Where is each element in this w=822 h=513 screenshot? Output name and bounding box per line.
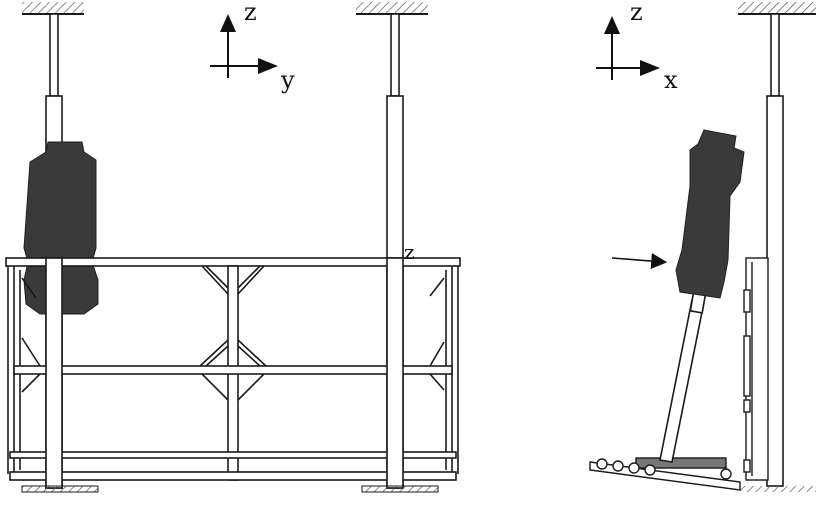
- axis-label-z-right: z: [630, 0, 643, 26]
- right-view: z x: [589, 0, 816, 492]
- frame-marker-label: z: [404, 240, 415, 264]
- test-dummy-side: [675, 129, 745, 299]
- axis-label-x-right: x: [664, 66, 678, 94]
- ceiling-mount-side: [738, 2, 816, 15]
- axes-left: [210, 14, 278, 78]
- tilted-pole: [659, 290, 707, 463]
- test-dummy-front: [23, 141, 99, 315]
- left-view: z y z: [5, 0, 461, 493]
- axes-right: [596, 16, 660, 80]
- suspension-rod-side: [766, 13, 784, 487]
- floor-support-left: [21, 485, 99, 493]
- floor-support-right: [361, 485, 439, 493]
- axis-label-y-left: y: [280, 66, 295, 94]
- support-frame-side: [743, 257, 769, 481]
- sled-base: [589, 457, 741, 491]
- support-frame: [5, 257, 461, 481]
- impact-arrow: [611, 253, 668, 269]
- ceiling-mount-right: [356, 2, 428, 15]
- ceiling-mount-left: [22, 2, 84, 15]
- floor-support-side: [740, 486, 816, 492]
- axis-label-z-left: z: [244, 0, 257, 26]
- rod-right-foreground: [386, 257, 404, 489]
- rod-left-foreground: [45, 257, 63, 489]
